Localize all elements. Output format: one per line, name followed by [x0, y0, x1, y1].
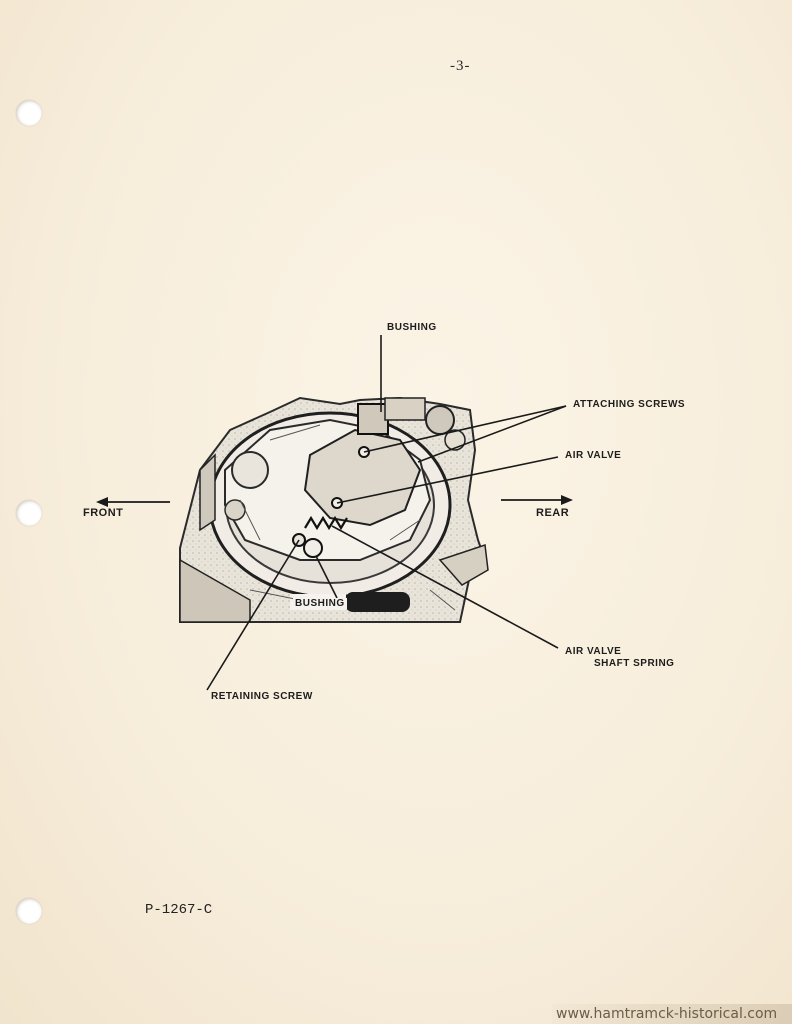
label-air-valve: AIR VALVE [565, 450, 622, 461]
punch-hole-icon [16, 898, 42, 924]
punch-hole-icon [16, 100, 42, 126]
label-retaining-screw: RETAINING SCREW [211, 691, 313, 702]
arrow-right-icon [501, 495, 573, 505]
document-code: P-1267-C [145, 902, 213, 918]
carburetor-photo [179, 396, 489, 623]
label-attaching-screws: ATTACHING SCREWS [573, 399, 686, 410]
page-number: -3- [450, 58, 471, 74]
arrow-left-icon [96, 497, 170, 507]
punch-hole-icon [16, 500, 42, 526]
label-bushing-top: BUSHING [387, 322, 437, 333]
label-air-valve-shaft-spring-line1: AIR VALVE [565, 646, 622, 657]
label-air-valve-shaft-spring-line2: SHAFT SPRING [594, 658, 675, 669]
leader-lines [206, 335, 567, 691]
label-rear: REAR [536, 507, 570, 519]
label-bushing-bottom: BUSHING [293, 598, 347, 609]
label-front: FRONT [83, 507, 124, 519]
site-watermark: www.hamtramck-historical.com [552, 1004, 792, 1024]
